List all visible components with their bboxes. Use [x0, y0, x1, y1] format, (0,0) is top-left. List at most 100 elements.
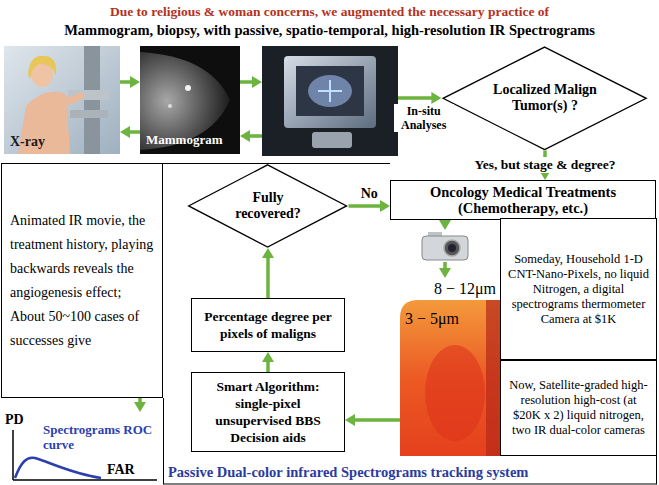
arrow-head	[262, 352, 274, 362]
arrow-head	[130, 76, 140, 88]
frame-line	[163, 163, 390, 164]
text-block: Localized Malign Tumor(s) ?	[481, 82, 609, 114]
camera-icon-art-part	[448, 244, 456, 252]
flow-arrow	[398, 92, 441, 104]
camera-icon-art	[418, 230, 472, 262]
image-label: 8 − 12μm	[434, 280, 496, 298]
xray-photo-art-part	[4, 46, 120, 154]
ir-spectrogram-image-art-part	[486, 300, 500, 456]
xray-photo-art-part	[28, 56, 56, 80]
diagram-title: Due to religious & woman concerns, we au…	[0, 4, 659, 20]
xray-photo: X-ray	[4, 46, 120, 154]
image-label: Spectrograms ROC curve	[43, 422, 157, 452]
edge-label: No	[359, 184, 380, 201]
image-label: FAR	[107, 462, 135, 478]
image-label: X-ray	[10, 134, 45, 150]
arrow-head	[252, 76, 262, 88]
process-box: Oncology Medical Treatments (Chemotherap…	[390, 180, 656, 220]
free-label: Passive Dual-color infrared Spectrograms…	[168, 464, 528, 481]
node-label: Smart Algorithm: single-pixel unsupervis…	[198, 378, 338, 446]
ir-spectrogram-image-art	[400, 278, 500, 456]
arrow-head	[240, 130, 250, 142]
note-box: Someday, Household 1-D CNT-Nano-Pixels, …	[500, 218, 657, 360]
xray-photo-art-part	[70, 110, 108, 118]
camera-icon-art-part	[422, 236, 468, 260]
roc-chart: PD Spectrograms ROC curveFAR	[3, 412, 161, 484]
free-label: Mammogram, biopsy, with passive, spatio-…	[0, 22, 659, 39]
arrow-shaft	[240, 80, 254, 84]
biopsy-photo-art-part	[318, 90, 342, 92]
biopsy-photo-art-part	[262, 46, 398, 156]
text-block: Someday, Household 1-D CNT-Nano-Pixels, …	[506, 252, 651, 327]
text-block: Now, Satellite-graded high-resolution hi…	[506, 378, 651, 438]
flow-arrow	[262, 352, 274, 372]
flow-arrow	[262, 248, 274, 298]
edge-label: Yes, but stage & degree?	[472, 157, 617, 173]
camera-icon	[418, 230, 472, 262]
ir-spectrogram-image-art-part	[400, 300, 500, 456]
ir-spectrogram-image: 8 − 12μm 3 − 5μm	[400, 278, 500, 456]
note-box: Now, Satellite-graded high-resolution hi…	[500, 360, 657, 456]
arrow-shaft	[353, 418, 400, 422]
flow-arrow	[345, 414, 400, 426]
mammogram-image: Mammogram	[140, 46, 240, 154]
node-label: Percentage degree per pixels of maligns	[198, 308, 338, 342]
diamond-outline-part	[443, 47, 646, 150]
image-label: 3 − 5μm	[405, 310, 459, 328]
xray-photo-art-part	[62, 92, 84, 106]
biopsy-photo-art-part	[284, 56, 376, 128]
roc-chart-art-part	[15, 458, 101, 478]
decision-diamond: Localized Malign Tumor(s) ?	[441, 46, 648, 151]
arrow-head	[380, 200, 390, 212]
node-label: Someday, Household 1-D CNT-Nano-Pixels, …	[506, 252, 651, 327]
frame-line	[163, 398, 164, 484]
flow-arrow	[120, 126, 140, 138]
arrow-shaft	[398, 96, 433, 100]
process-box: Smart Algorithm: single-pixel unsupervis…	[191, 372, 345, 452]
node-label: Oncology Medical Treatments (Chemotherap…	[397, 184, 649, 216]
arrow-head	[134, 402, 146, 412]
arrow-head	[439, 220, 451, 230]
text-block: Percentage degree per pixels of maligns	[198, 308, 338, 342]
mammogram-image-art-part	[185, 85, 191, 91]
biopsy-photo-art-part	[296, 66, 364, 116]
flow-arrow	[439, 262, 451, 278]
arrow-head	[120, 126, 130, 138]
edge-label: In-situ Analyses	[394, 104, 454, 132]
text-block: Oncology Medical Treatments (Chemotherap…	[397, 184, 649, 216]
arrow-head	[262, 248, 274, 258]
arrow-head	[345, 414, 355, 426]
decision-diamond: Fully recovered?	[187, 164, 348, 248]
node-label: Now, Satellite-graded high-resolution hi…	[506, 378, 651, 438]
roc-chart-art-part	[13, 479, 157, 481]
flow-arrow	[349, 200, 390, 212]
note-box: Animated IR movie, the treatment history…	[1, 163, 163, 398]
biopsy-photo-art-part	[308, 75, 352, 107]
biopsy-photo	[262, 46, 398, 156]
biopsy-photo-art-part	[312, 132, 352, 148]
frame-line	[163, 484, 657, 485]
mammogram-image-art-part	[168, 104, 172, 108]
flow-arrow	[134, 398, 146, 412]
arrow-shaft	[349, 204, 382, 208]
arrow-head	[439, 268, 451, 278]
node-label: Animated IR movie, the treatment history…	[10, 209, 154, 353]
arrow-head	[431, 92, 441, 104]
image-label: PD	[5, 412, 24, 428]
flow-arrow	[439, 220, 451, 230]
node-label: Fully recovered?	[226, 190, 310, 222]
flow-arrow	[240, 130, 262, 142]
camera-icon-art-part	[444, 240, 460, 256]
node-label: Localized Malign Tumor(s) ?	[481, 82, 609, 114]
flow-arrow	[240, 76, 262, 88]
ir-spectrogram-image-art-part	[425, 345, 485, 441]
process-box: Percentage degree per pixels of maligns	[191, 298, 345, 352]
biopsy-photo-art	[262, 46, 398, 156]
text-block: Animated IR movie, the treatment history…	[10, 209, 154, 353]
arrow-shaft	[248, 134, 262, 138]
frame-line	[656, 456, 657, 484]
arrow-shaft	[266, 256, 270, 298]
roc-chart-art-part	[12, 430, 14, 480]
